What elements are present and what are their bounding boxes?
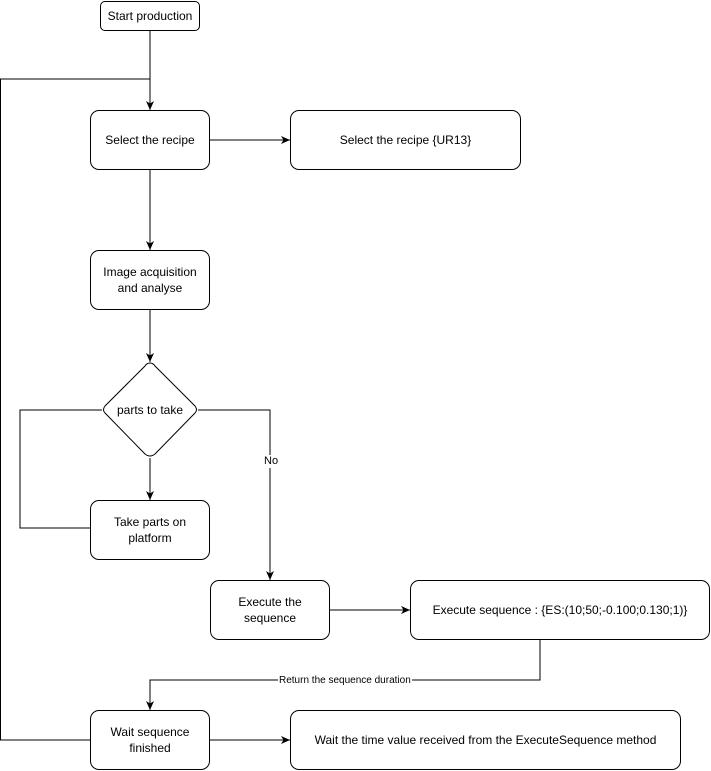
select-recipe-label: Select the recipe (105, 133, 195, 147)
edge-decision-no (198, 409, 274, 580)
wait-sequence-finished-label: Wait sequence finished (110, 725, 190, 755)
parts-to-take-label: parts to take (116, 403, 184, 417)
edge-label-no: No (262, 455, 281, 468)
image-acquisition-node[interactable]: Image acquisition and analyse (90, 250, 210, 310)
select-recipe-command-label: Select the recipe {UR13} (339, 133, 472, 147)
take-parts-label: Take parts on platform (113, 515, 187, 545)
wait-sequence-finished-node[interactable]: Wait sequence finished (90, 710, 210, 770)
start-production-label: Start production (107, 9, 193, 23)
edge-loop-back (0, 78, 150, 741)
execute-sequence-command-label: Execute sequence : {ES:(10;50;-0.100;0.1… (432, 603, 688, 617)
image-acquisition-label: Image acquisition and analyse (103, 265, 197, 295)
select-recipe-command-node[interactable]: Select the recipe {UR13} (290, 110, 521, 170)
edge-take-parts-loop (19, 409, 102, 529)
start-production-node[interactable]: Start production (100, 1, 200, 31)
execute-sequence-command-node[interactable]: Execute sequence : {ES:(10;50;-0.100;0.1… (410, 580, 710, 640)
execute-sequence-node[interactable]: Execute the sequence (210, 580, 330, 640)
wait-time-value-label: Wait the time value received from the Ex… (314, 733, 657, 747)
take-parts-node[interactable]: Take parts on platform (90, 500, 210, 560)
select-recipe-node[interactable]: Select the recipe (90, 110, 210, 170)
decision-diamond[interactable] (103, 362, 197, 457)
wait-time-value-node[interactable]: Wait the time value received from the Ex… (290, 710, 681, 770)
edge-label-return-duration: Return the sequence duration (278, 674, 412, 687)
execute-sequence-label: Execute the sequence (238, 595, 302, 625)
